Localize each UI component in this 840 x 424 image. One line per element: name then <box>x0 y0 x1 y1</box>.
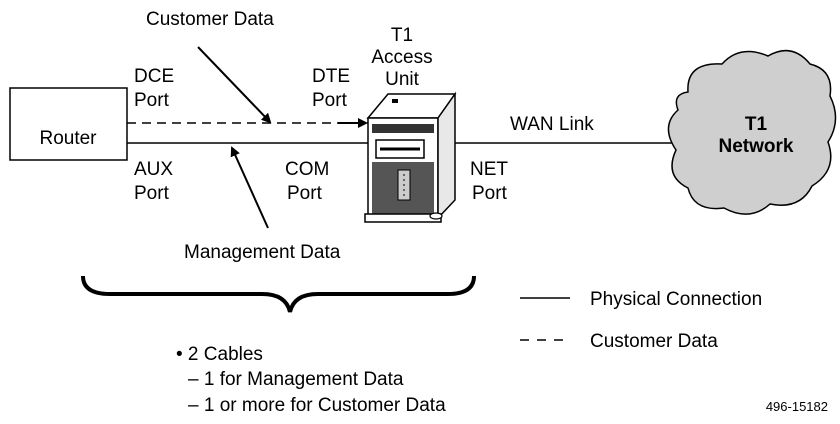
management-data-arrow <box>230 146 269 229</box>
aux-label: AUX <box>134 159 173 180</box>
cables-brace <box>81 275 476 313</box>
com-port-label: Port <box>287 183 323 204</box>
customer-data-top-label: Customer Data <box>146 9 274 30</box>
t1-access-unit-icon <box>364 91 457 223</box>
dce-port-label: Port <box>134 90 170 111</box>
legend-customer-label: Customer Data <box>590 331 718 352</box>
router-label: Router <box>39 128 97 149</box>
dte-label: DTE <box>312 66 350 87</box>
figure-id: 496-15182 <box>766 399 828 414</box>
cables-note: • 2 Cables <box>176 344 263 365</box>
wan-link-label: WAN Link <box>510 114 594 135</box>
dte-port-label: Port <box>312 90 348 111</box>
t1-label: T1 <box>391 25 413 46</box>
management-data-label: Management Data <box>184 242 341 263</box>
com-label: COM <box>285 159 329 180</box>
legend-physical-label: Physical Connection <box>590 289 762 310</box>
management-cable-note: – 1 for Management Data <box>188 369 404 390</box>
t1-network-label-line1: T1 <box>745 114 768 135</box>
net-label: NET <box>470 159 508 180</box>
customer-cable-note: – 1 or more for Customer Data <box>188 395 446 416</box>
unit-label: Unit <box>385 69 420 90</box>
customer-data-arrow <box>197 46 272 124</box>
t1-network-cloud <box>667 49 837 215</box>
net-port-label: Port <box>472 183 508 204</box>
dce-label: DCE <box>134 66 174 87</box>
router-box <box>9 87 128 161</box>
access-label: Access <box>371 47 432 68</box>
aux-port-label: Port <box>134 183 170 204</box>
t1-network-label-line2: Network <box>719 136 794 157</box>
